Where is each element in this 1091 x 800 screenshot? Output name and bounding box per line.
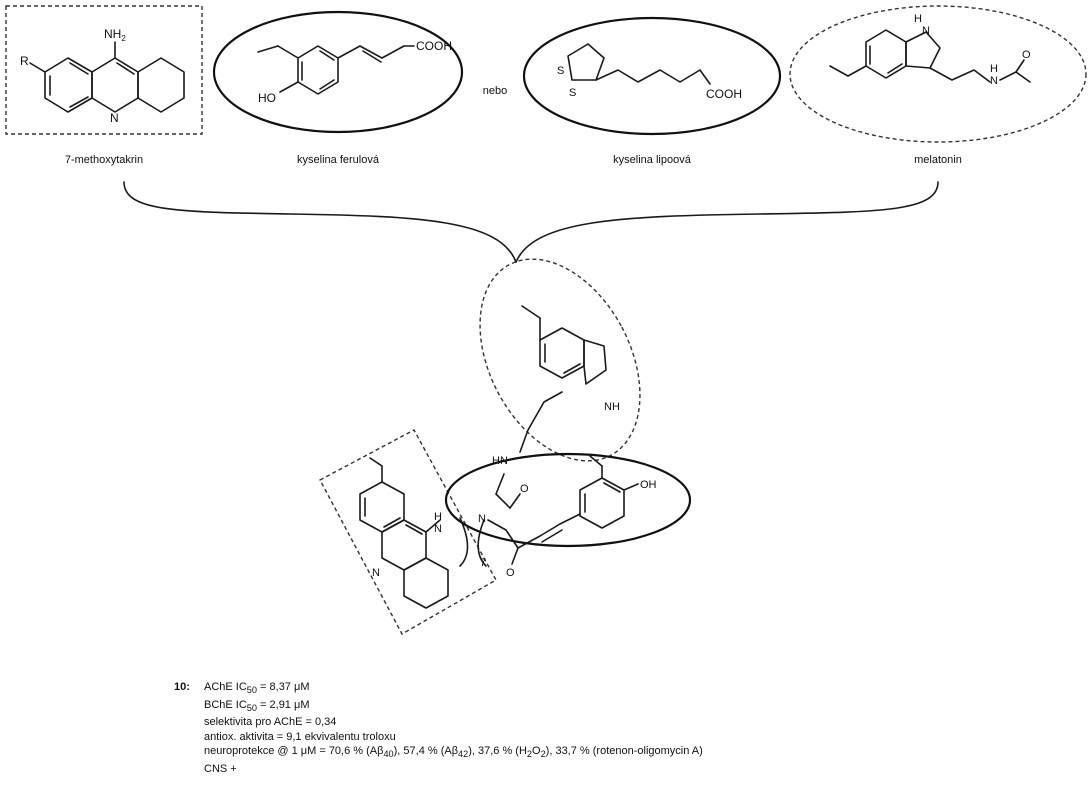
ferulic-cooh-label: COOH [416,39,452,53]
ferulic-ho-label: HO [258,91,276,105]
melatonin-amide-h: H [990,63,998,75]
hybrid-acridine-ring-3 [403,557,449,609]
hybrid-hn-label: HN [492,455,508,467]
melatonin-pyrrole-ring [905,31,941,69]
hybrid-melatonin-oval [479,258,641,462]
lipoic-acid-fragment: S S COOH kyselina lipoová [522,16,782,166]
ferulic-solid-oval [212,10,464,134]
hybrid-amine-n: N [434,523,442,535]
melatonin-nh-h: H [914,13,922,25]
tacrine-benzene-ring [44,57,93,113]
compound-cns-row: CNS + [204,763,237,776]
melatonin-nh-n: N [922,25,930,37]
tacrine-fragment: R NH2 N 7-methoxytakrin [5,5,203,166]
lipoic-dithiolane-ring [567,43,605,81]
hybrid-tacrine-box [319,429,497,635]
hybrid-chain-n: 7 [480,557,486,569]
tacrine-r-label: R [20,54,29,68]
merge-curve-left [123,181,517,263]
merge-arrows [123,181,939,263]
hybrid-carbonyl-o2: O [506,567,515,579]
compound-selectivity-row: selektivita pro AChE = 0,34 [204,716,337,729]
ferulic-acid-fragment: HO COOH kyselina ferulová [212,10,464,166]
tacrine-cyclohexane-ring [137,57,185,113]
compound-antiox-row: antiox. aktivita = 9,1 ekvivalentu trolo… [204,730,396,743]
lipoic-solid-oval [522,16,782,136]
tacrine-pyridine-ring [91,57,139,113]
hybrid-ferulic-oval [444,452,692,548]
hybrid-ferulic-benzene [579,477,625,529]
melatonin-amide-n: N [990,75,998,87]
compound-id: 10: [174,681,190,693]
lipoic-s2-label: S [569,87,576,99]
tacrine-dashed-box [5,5,203,135]
ferulic-benzene-ring [297,45,339,95]
tacrine-nh2-label: NH2 [104,27,126,43]
lipoic-caption: kyselina lipoová [613,154,692,166]
hybrid-indole-pyrrole [583,339,607,385]
hybrid-indole-benzene [539,327,585,379]
melatonin-caption: melatonin [914,154,962,166]
hybrid-indole-nh: NH [604,401,620,413]
nebo-connector: nebo [483,85,507,97]
tacrine-n-label: N [110,111,119,125]
melatonin-amide-o: O [1022,49,1031,61]
hybrid-oh-label: OH [640,479,657,491]
compound-ache-row: 10:AChE IC50 = 8,37 μM [174,681,310,696]
melatonin-fragment: H N H N O melatonin [789,5,1087,166]
lipoic-s1-label: S [557,65,564,77]
compound-data-block: 10:AChE IC50 = 8,37 μM BChE IC50 = 2,91 … [174,680,1054,777]
ferulic-caption: kyselina ferulová [297,154,380,166]
hybrid-acridine-n: N [372,567,380,579]
melatonin-dashed-oval [789,5,1087,143]
hybrid-central-n: N [478,513,486,525]
merge-curve-right [515,181,939,263]
tacrine-caption: 7-methoxytakrin [65,154,143,166]
hybrid-molecule: NH N H N 7 HN O N O [319,258,692,635]
melatonin-benzene-ring [865,29,907,79]
hybrid-amine-h: H [434,511,442,523]
hybrid-carbonyl-o1: O [520,483,529,495]
compound-neuroprotection-row: neuroprotekce @ 1 μM = 70,6 % (Aβ40), 57… [204,745,703,760]
compound-bche-row: BChE IC50 = 2,91 μM [204,698,310,713]
lipoic-cooh-label: COOH [706,87,742,101]
